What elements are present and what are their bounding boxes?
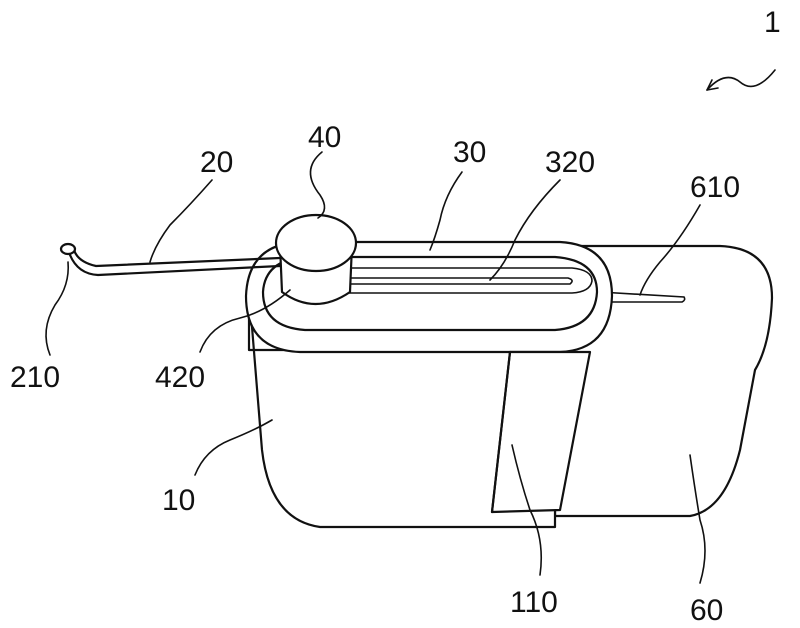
label-210: 210 (10, 361, 60, 394)
label-1: 1 (764, 6, 781, 39)
label-20: 20 (200, 146, 233, 179)
label-610: 610 (690, 171, 740, 204)
label-320: 320 (545, 146, 595, 179)
tube-tip-210 (59, 242, 77, 256)
label-10: 10 (162, 484, 195, 517)
leader-lines (45, 69, 776, 584)
label-40: 40 (308, 121, 341, 154)
tube-20 (59, 242, 282, 277)
panel-110 (490, 350, 592, 514)
label-110: 110 (510, 586, 558, 619)
label-420: 420 (155, 361, 205, 394)
reference-labels: 1 40 30 20 320 610 210 420 10 110 60 (10, 6, 781, 627)
label-30: 30 (453, 136, 486, 169)
knob-40 (274, 213, 358, 305)
label-60: 60 (690, 594, 723, 627)
